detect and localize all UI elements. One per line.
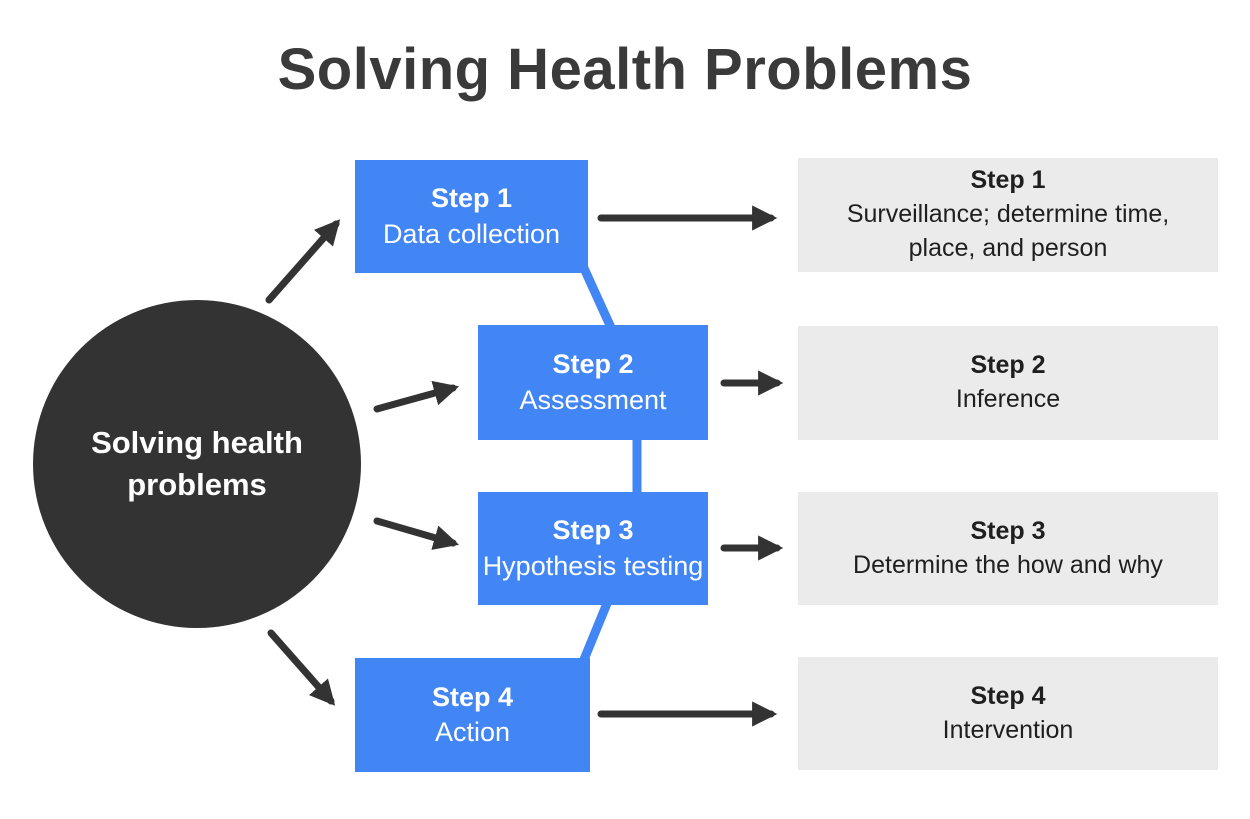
central-node-solving-health-problems: Solving health problems [33, 300, 361, 628]
blue-connector-step1-step2 [578, 264, 618, 334]
step4-box: Step 4 Action [355, 658, 590, 772]
page-title: Solving Health Problems [277, 37, 973, 102]
step3-box: Step 3 Hypothesis testing [478, 492, 708, 605]
step4-label: Step 4 [431, 681, 514, 712]
step4-action: Action [434, 717, 511, 747]
step1-box: Step 1 Data collection [355, 160, 588, 273]
outcome3-label: Step 3 [970, 516, 1046, 545]
arrow-circle-to-step3 [373, 517, 460, 550]
outcome1-text: Surveillance; determine time, place, and… [846, 200, 1170, 262]
outcome4-box: Step 4 Intervention [798, 657, 1218, 770]
outcome1-box: Step 1 Surveillance; determine time, pla… [798, 158, 1218, 272]
central-node-label-line2: problems [127, 467, 267, 502]
step2-action: Assessment [519, 384, 667, 415]
central-node-label-line1: Solving health [91, 425, 303, 461]
outcome4-label: Step 4 [970, 681, 1046, 710]
step2-box: Step 2 Assessment [478, 325, 708, 440]
outcome2-label: Step 2 [970, 351, 1046, 380]
outcome2-box: Step 2 Inference [798, 326, 1218, 440]
blue-connector-step3-step4 [578, 599, 613, 664]
outcome3-text: Determine the how and why [853, 550, 1163, 579]
outcome2-text: Inference [955, 385, 1061, 413]
outcome4-text: Intervention [942, 715, 1074, 744]
step3-action: Hypothesis testing [482, 550, 704, 581]
arrow-circle-to-step1 [265, 219, 341, 304]
arrow-circle-to-step4 [267, 629, 336, 706]
outcome1-label: Step 1 [970, 166, 1046, 195]
outcome3-box: Step 3 Determine the how and why [798, 492, 1218, 605]
step3-label: Step 3 [552, 515, 634, 546]
step1-label: Step 1 [430, 183, 513, 214]
arrow-circle-to-step2 [373, 380, 460, 413]
step2-label: Step 2 [552, 349, 634, 380]
step1-action: Data collection [382, 218, 561, 249]
